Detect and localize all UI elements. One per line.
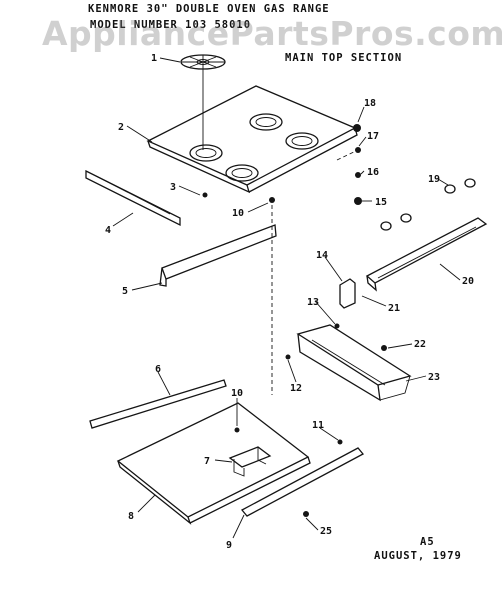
callout-14: 14: [316, 250, 328, 261]
callout-4: 4: [105, 225, 111, 236]
part-burner-grate: [180, 54, 226, 150]
callout-10-top: 10: [232, 208, 244, 219]
header-model-number: MODEL NUMBER 103 58010: [90, 19, 252, 31]
callout-15: 15: [375, 197, 387, 208]
callout-1: 1: [151, 53, 157, 64]
callout-19: 19: [428, 174, 440, 185]
callout-6: 6: [155, 364, 161, 375]
drawing-code: A5: [420, 536, 435, 548]
part-pan-bracket: [228, 446, 272, 477]
callout-17: 17: [367, 131, 379, 142]
part-fasteners: [202, 192, 387, 517]
part-bottom-pan: [116, 402, 311, 525]
part-main-cooktop: [146, 85, 358, 194]
part-front-lower-strip: [240, 447, 365, 517]
callout-13: 13: [307, 297, 319, 308]
callout-8: 8: [128, 511, 134, 522]
part-small-bracket: [339, 278, 356, 309]
part-hardware-stack: [353, 124, 362, 205]
callout-5: 5: [122, 286, 128, 297]
callout-labels: 1 2 3 4 5 6 7 8 9 10 10 11 12 13 14 15 1…: [105, 53, 474, 551]
callout-18: 18: [364, 98, 376, 109]
callout-22: 22: [414, 339, 426, 350]
callout-3: 3: [170, 182, 176, 193]
callout-25: 25: [320, 526, 332, 537]
part-front-trim-strip: [85, 169, 181, 227]
callout-7: 7: [204, 456, 210, 467]
callout-10-bottom: 10: [231, 388, 243, 399]
callout-20: 20: [462, 276, 474, 287]
part-manifold-rail: [365, 217, 488, 292]
callout-12: 12: [290, 383, 302, 394]
part-control-panel-bracket: [296, 324, 412, 402]
callout-21: 21: [388, 303, 400, 314]
leader-lines: [112, 57, 461, 539]
drawing-date: AUGUST, 1979: [374, 550, 462, 562]
section-title: MAIN TOP SECTION: [285, 52, 403, 64]
callout-16: 16: [367, 167, 379, 178]
callout-2: 2: [118, 122, 124, 133]
callout-9: 9: [226, 540, 232, 551]
callout-23: 23: [428, 372, 440, 383]
part-control-knobs: [380, 178, 476, 231]
part-rear-trim-strip: [89, 379, 227, 429]
part-burner-bracket: [159, 224, 277, 287]
header-title: KENMORE 30" DOUBLE OVEN GAS RANGE: [88, 3, 330, 15]
callout-11: 11: [312, 420, 324, 431]
